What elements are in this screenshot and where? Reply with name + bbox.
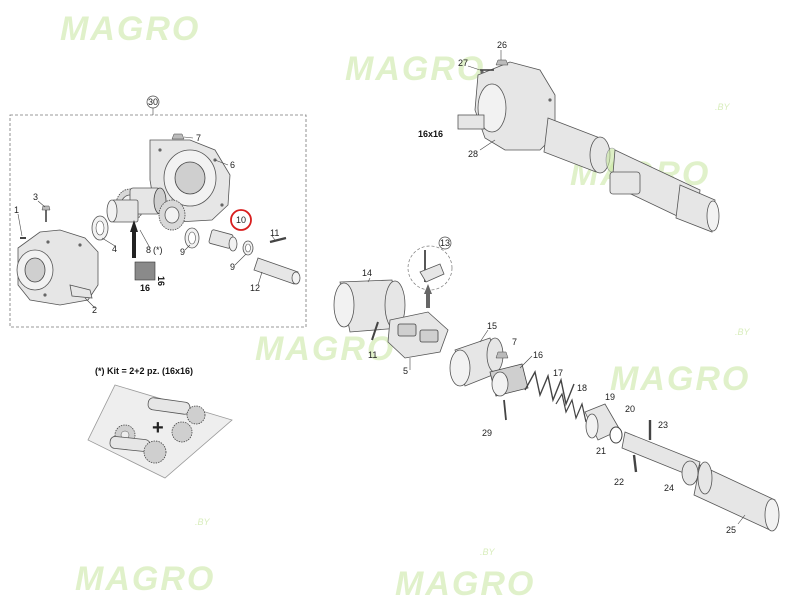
callout-9[interactable]: 9 (180, 247, 185, 257)
watermark-text: MAGRO (75, 560, 215, 598)
universal-joint-5 (387, 311, 449, 359)
callout-21[interactable]: 21 (596, 446, 606, 456)
callout-16[interactable]: 16 (533, 350, 543, 360)
kit-title: (*) Kit = 2+2 pz. (16x16) (95, 366, 193, 376)
shaft-12 (253, 257, 301, 285)
callout-7[interactable]: 7 (512, 337, 517, 347)
callout-9[interactable]: 9 (230, 262, 235, 272)
watermark-suffix: .BY (715, 102, 731, 112)
callout-5[interactable]: 5 (403, 366, 408, 376)
callout-circle-30 (146, 95, 160, 109)
callout-30[interactable]: 30 (148, 97, 158, 107)
callout-11[interactable]: 11 (368, 350, 377, 360)
spring-17 (524, 370, 575, 407)
kit-reference-box (134, 261, 156, 281)
callout-25[interactable]: 25 (726, 525, 736, 535)
callout-8[interactable]: 8 (146, 245, 151, 255)
callout-7[interactable]: 7 (196, 133, 201, 143)
watermark-suffix: .BY (480, 547, 496, 557)
coupling-24 (681, 460, 699, 486)
callout-4[interactable]: 4 (112, 244, 117, 254)
callout-3[interactable]: 3 (33, 192, 38, 202)
spring-18 (555, 392, 587, 423)
callout-2[interactable]: 2 (92, 305, 97, 315)
callout-1[interactable]: 1 (14, 205, 19, 215)
callout-27[interactable]: 27 (458, 58, 468, 68)
callout-13[interactable]: 13 (440, 238, 450, 248)
top-gearbox-assembly: 26 27 28 16x16 (418, 40, 720, 233)
watermark-suffix: .BY (735, 327, 751, 337)
watermark-layer: MAGRO MAGRO MAGRO .BY MAGRO MAGRO .BY MA… (60, 10, 751, 600)
box-16-label-a: 16 (140, 283, 150, 293)
size-label-16x16: 16x16 (418, 129, 443, 139)
callout-8-note: (*) (153, 245, 163, 255)
driveline-assembly: 14 11 5 13 15 7 16 29 (333, 236, 780, 535)
callout-20[interactable]: 20 (625, 404, 635, 414)
callout-29[interactable]: 29 (482, 428, 492, 438)
callout-12[interactable]: 12 (250, 283, 260, 293)
callout-19[interactable]: 19 (605, 392, 615, 402)
highlight-ring (230, 209, 252, 231)
callout-6[interactable]: 6 (230, 160, 235, 170)
callout-10[interactable]: 10 (236, 215, 246, 225)
watermark-suffix: .BY (195, 517, 211, 527)
callout-26[interactable]: 26 (497, 40, 507, 50)
callout-28[interactable]: 28 (468, 149, 478, 159)
group-30-dashed-frame (9, 114, 307, 328)
bevel-gear-small (158, 199, 186, 231)
callout-24[interactable]: 24 (664, 483, 674, 493)
callout-17[interactable]: 17 (553, 368, 563, 378)
gearbox-group-30: 30 (9, 95, 307, 328)
watermark-text: MAGRO (60, 10, 200, 48)
callout-15[interactable]: 15 (487, 321, 497, 331)
callout-14[interactable]: 14 (362, 268, 372, 278)
callout-18[interactable]: 18 (577, 383, 587, 393)
kit-panel: (*) Kit = 2+2 pz. (16x16) + (87, 366, 233, 479)
box-16-label-b: 16 (156, 276, 166, 286)
callout-22[interactable]: 22 (614, 477, 624, 487)
watermark-text: MAGRO (395, 565, 535, 600)
callout-11[interactable]: 11 (270, 228, 279, 238)
kit-plus-sign: + (152, 417, 164, 439)
watermark-text: MAGRO (610, 360, 750, 398)
watermark-text: MAGRO (255, 330, 395, 368)
callout-23[interactable]: 23 (658, 420, 668, 430)
watermark-text: MAGRO (345, 50, 485, 88)
